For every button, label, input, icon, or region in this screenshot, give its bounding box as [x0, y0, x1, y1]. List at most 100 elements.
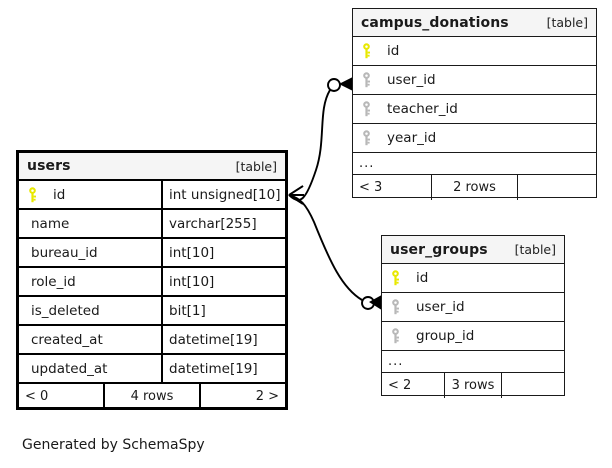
column-name-cell: id — [353, 37, 598, 65]
column-name-cell: user_id — [382, 293, 566, 321]
footer-next-link[interactable] — [502, 373, 564, 398]
column-type-label: int unsigned[10] — [169, 186, 281, 203]
entity-table-campus_donations[interactable]: campus_donations [table] id user_id teacher_… — [352, 8, 597, 200]
foreign-key-icon — [390, 299, 412, 315]
footer-row-count: 3 rows — [444, 373, 502, 398]
column-type-cell: datetime[19] — [161, 326, 285, 353]
column-type-label: bit[1] — [169, 302, 206, 319]
footer-prev-link[interactable]: < 3 — [359, 180, 383, 195]
entity-name-campus_donations: campus_donations — [361, 14, 509, 31]
entity-header-users: users [table] — [19, 153, 285, 181]
column-type-label: datetime[19] — [169, 331, 258, 348]
column-row[interactable]: role_id int[10] — [19, 268, 285, 297]
column-row[interactable]: bureau_id int[10] — [19, 239, 285, 268]
column-type-cell: int[10] — [161, 268, 285, 295]
more-columns-ellipsis: ... — [382, 351, 564, 373]
relationship-arrowhead — [369, 295, 382, 310]
column-row[interactable]: name varchar[255] — [19, 210, 285, 239]
column-name-label: updated_at — [31, 360, 108, 377]
column-name-label: name — [31, 215, 70, 232]
column-type-cell: bit[1] — [161, 297, 285, 324]
footer-next-link[interactable]: 2 > — [255, 389, 279, 404]
entity-header-campus_donations: campus_donations [table] — [353, 9, 596, 37]
primary-key-icon — [390, 270, 412, 286]
column-row[interactable]: id — [353, 37, 596, 66]
column-name-cell: id — [382, 264, 566, 292]
column-name-label: group_id — [416, 328, 475, 344]
column-name-cell: bureau_id — [19, 239, 161, 266]
foreign-key-icon — [361, 130, 383, 146]
foreign-key-icon — [361, 101, 383, 117]
column-type-label: int[10] — [169, 244, 215, 261]
column-name-label: teacher_id — [387, 101, 458, 117]
column-name-cell: teacher_id — [353, 95, 598, 123]
zero-or-one-circle-marker — [327, 78, 341, 92]
column-name-cell: role_id — [19, 268, 161, 295]
footer-prev-link[interactable]: < 2 — [388, 378, 412, 393]
crows-foot-many-marker — [288, 185, 304, 205]
primary-key-icon — [361, 43, 383, 59]
column-name-cell: name — [19, 210, 161, 237]
entity-footer-user_groups: < 2 3 rows — [382, 373, 564, 398]
relationship-users-to-campus_donations — [288, 77, 353, 205]
entity-type-tag-user_groups: [table] — [514, 242, 556, 257]
column-row[interactable]: group_id — [382, 322, 564, 351]
entity-header-user_groups: user_groups [table] — [382, 236, 564, 264]
entity-name-user_groups: user_groups — [390, 241, 488, 258]
column-row[interactable]: updated_at datetime[19] — [19, 355, 285, 384]
primary-key-icon — [27, 186, 49, 203]
column-type-cell: varchar[255] — [161, 210, 285, 237]
column-name-label: created_at — [31, 331, 103, 348]
foreign-key-icon — [390, 328, 412, 344]
column-row[interactable]: created_at datetime[19] — [19, 326, 285, 355]
column-name-label: is_deleted — [31, 302, 100, 319]
entity-table-users[interactable]: users [table] id int unsigned[10] name varcha… — [16, 150, 288, 410]
footer-prev-link[interactable]: < 0 — [25, 389, 49, 404]
column-row[interactable]: user_id — [353, 66, 596, 95]
relationship-line — [288, 89, 331, 201]
column-type-label: varchar[255] — [169, 215, 257, 232]
column-row[interactable]: is_deleted bit[1] — [19, 297, 285, 326]
entity-footer-users: < 0 4 rows 2 > — [19, 384, 285, 409]
entity-name-users: users — [27, 158, 71, 174]
column-name-cell: updated_at — [19, 355, 161, 382]
relationship-line — [288, 194, 363, 301]
foreign-key-icon — [361, 72, 383, 88]
column-name-label: role_id — [31, 273, 76, 290]
column-name-label: user_id — [387, 72, 436, 88]
column-type-label: int[10] — [169, 273, 215, 290]
column-name-cell: group_id — [382, 322, 566, 350]
zero-or-one-circle-marker — [361, 296, 375, 310]
column-name-cell: id — [19, 181, 161, 208]
entity-type-tag-campus_donations: [table] — [546, 15, 588, 30]
column-name-label: year_id — [387, 130, 437, 146]
column-row[interactable]: user_id — [382, 293, 564, 322]
column-name-label: id — [416, 270, 429, 286]
column-type-cell: datetime[19] — [161, 355, 285, 382]
column-type-cell: int unsigned[10] — [161, 181, 285, 208]
column-name-label: id — [387, 43, 400, 59]
column-name-label: bureau_id — [31, 244, 98, 261]
relationship-users-to-user_groups — [288, 185, 382, 310]
footer-next-link[interactable] — [518, 175, 596, 200]
crows-foot-many-marker — [288, 185, 304, 205]
column-row[interactable]: teacher_id — [353, 95, 596, 124]
column-row[interactable]: id — [382, 264, 564, 293]
column-row[interactable]: year_id — [353, 124, 596, 153]
more-columns-ellipsis: ... — [353, 153, 596, 175]
footer-row-count: 4 rows — [103, 384, 201, 409]
diagram-caption: Generated by SchemaSpy — [22, 437, 205, 453]
column-name-label: id — [53, 186, 66, 203]
column-name-cell: year_id — [353, 124, 598, 152]
column-name-label: user_id — [416, 299, 465, 315]
column-type-label: datetime[19] — [169, 360, 258, 377]
column-row[interactable]: id int unsigned[10] — [19, 181, 285, 210]
column-name-cell: is_deleted — [19, 297, 161, 324]
entity-type-tag-users: [table] — [235, 158, 277, 174]
column-name-cell: user_id — [353, 66, 598, 94]
column-type-cell: int[10] — [161, 239, 285, 266]
relationship-arrowhead — [338, 77, 353, 91]
